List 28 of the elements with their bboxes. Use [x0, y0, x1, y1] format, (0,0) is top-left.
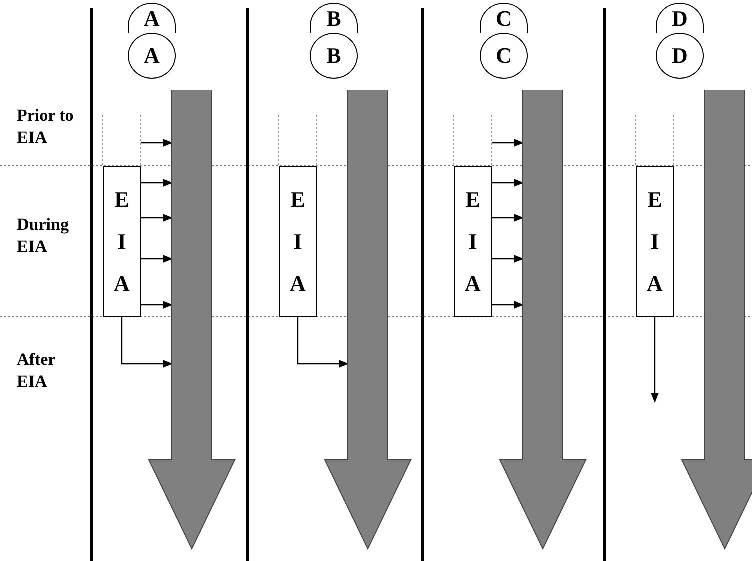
eia-box: E I A: [636, 166, 674, 317]
thick-down-arrow: [681, 90, 752, 550]
phase-label: Prior to EIA: [17, 105, 75, 149]
phase-label: During EIA: [17, 214, 70, 258]
letter-circle: D: [656, 33, 704, 79]
arrow: [492, 214, 524, 222]
arrow: [492, 179, 524, 187]
arrow: [141, 179, 173, 187]
arrow: [492, 139, 524, 147]
arrow: [141, 214, 173, 222]
letter-circle: A: [128, 33, 176, 79]
letter-circle: B: [310, 33, 358, 79]
phase-label: After EIA: [17, 349, 56, 393]
letter-circle: C: [480, 33, 528, 79]
eia-box: E I A: [279, 166, 317, 317]
elbow-arrow: [121, 317, 173, 368]
thick-down-arrow: [148, 90, 236, 550]
arrow: [141, 301, 173, 309]
eia-box: E I A: [454, 166, 492, 317]
elbow-arrow: [297, 317, 349, 368]
arrow: [492, 301, 524, 309]
arrow: [141, 139, 173, 147]
arrow: [651, 317, 659, 403]
eia-box: E I A: [103, 166, 141, 317]
thick-down-arrow: [324, 90, 412, 550]
arrow: [492, 255, 524, 263]
arrow: [141, 255, 173, 263]
thick-down-arrow: [499, 90, 587, 550]
